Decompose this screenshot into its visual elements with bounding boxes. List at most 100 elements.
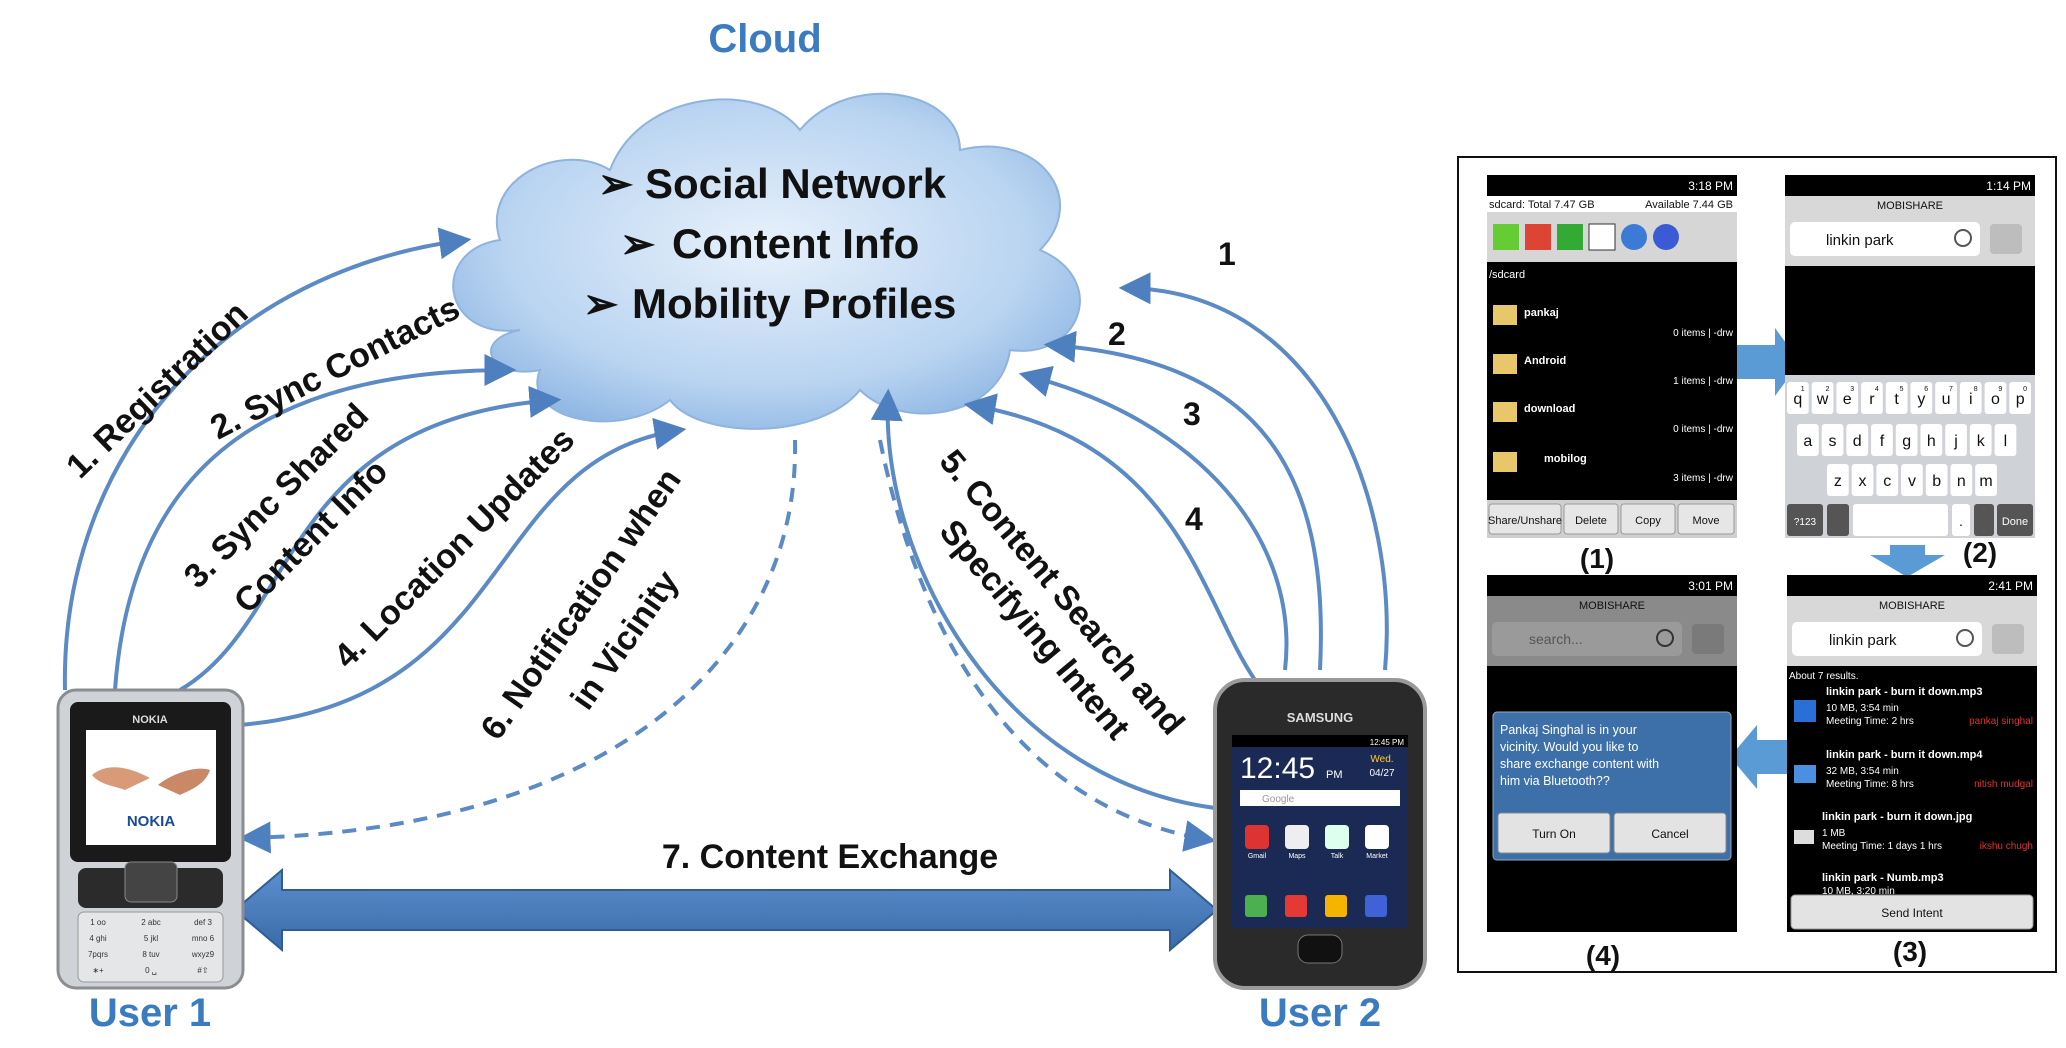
settings-icon[interactable] (1992, 624, 2024, 654)
key-q[interactable] (1787, 382, 1809, 414)
key-p[interactable] (2009, 382, 2031, 414)
key-i[interactable] (1959, 382, 1982, 414)
key-l[interactable] (1994, 424, 2017, 456)
label-r4: 4 (1185, 501, 1203, 537)
back-icon[interactable] (1493, 224, 1519, 250)
done-key[interactable] (1997, 504, 2033, 536)
cloud-items: ➢ Social Network ➢ Content Info ➢ Mobili… (583, 160, 956, 327)
space-key[interactable] (1853, 504, 1948, 536)
file-name[interactable]: mobilog (1544, 453, 1587, 465)
key-m[interactable] (1975, 464, 1997, 496)
key-o[interactable] (1984, 382, 2007, 414)
turn-on-button[interactable] (1497, 812, 1611, 854)
key-z[interactable] (1827, 464, 1849, 496)
phone2-brand: SAMSUNG (1287, 710, 1353, 725)
copy-button-label: Copy (1635, 515, 1661, 527)
key-c[interactable] (1876, 464, 1899, 496)
help-icon[interactable] (1653, 224, 1679, 250)
dialog-line: him via Bluetooth?? (1500, 774, 1610, 788)
content-exchange-label: 7. Content Exchange (662, 838, 998, 876)
key: wxyz9 (191, 950, 215, 959)
result-line2: Meeting Time: 8 hrs (1826, 779, 1914, 790)
move-button[interactable] (1677, 503, 1735, 535)
s2-query: linkin park (1826, 232, 1894, 249)
cloud-title: Cloud (708, 17, 821, 61)
key-d[interactable] (1846, 424, 1869, 456)
key-j[interactable] (1945, 424, 1967, 456)
key-t[interactable] (1885, 382, 1908, 414)
result-title[interactable]: linkin park - Numb.mp3 (1822, 872, 1944, 884)
arrow-content-search (870, 388, 1216, 810)
sym-key[interactable] (1787, 504, 1823, 536)
key-h[interactable] (1920, 424, 1943, 456)
arrow-r2 (1043, 330, 1323, 671)
key-a[interactable] (1797, 424, 1819, 456)
result-person: ikshu chugh (1980, 841, 2033, 852)
delete-button[interactable] (1563, 503, 1619, 535)
file-name[interactable]: pankaj (1524, 307, 1559, 319)
key-u[interactable] (1935, 382, 1957, 414)
phone2-search: Google (1262, 794, 1295, 805)
key-alt-label: 3 (1850, 386, 1854, 393)
search-icon[interactable] (1954, 229, 1972, 247)
key-v[interactable] (1901, 464, 1923, 496)
s3-search-input[interactable] (1792, 622, 1982, 656)
settings-key[interactable] (1974, 504, 1994, 536)
phone1-brand: NOKIA (132, 714, 168, 726)
app-label: Maps (1288, 853, 1306, 860)
key-g[interactable] (1895, 424, 1918, 456)
key-label: x (1859, 473, 1867, 490)
send-intent-button[interactable] (1790, 894, 2034, 930)
key-w[interactable] (1811, 382, 1834, 414)
key-f[interactable] (1871, 424, 1893, 456)
arrow-r1 (1118, 272, 1389, 671)
period-key[interactable] (1952, 504, 1970, 536)
key: 7pqrs (88, 950, 108, 959)
key-label: p (2016, 391, 2025, 408)
mail-icon[interactable] (1588, 223, 1616, 251)
result-title[interactable]: linkin park - burn it down.mp3 (1826, 686, 1982, 698)
result-title[interactable]: linkin park - burn it down.jpg (1822, 811, 1972, 823)
share-button-label: Share/Unshare (1488, 515, 1562, 527)
share-button[interactable] (1488, 503, 1562, 535)
key-y[interactable] (1910, 382, 1933, 414)
info-icon[interactable] (1621, 224, 1647, 250)
key-r[interactable] (1861, 382, 1883, 414)
key-k[interactable] (1969, 424, 1992, 456)
s4-search-input[interactable] (1492, 622, 1682, 656)
key-b[interactable] (1925, 464, 1948, 496)
phone1-keypad: 1 oo 2 abc def 3 4 ghi 5 jkl mno 6 7pqrs… (77, 911, 224, 983)
s2-app-title: MOBISHARE (1877, 200, 1943, 212)
key-alt-label: 1 (1801, 386, 1805, 393)
file-name[interactable]: Android (1524, 355, 1566, 367)
key-label: v (1908, 473, 1916, 490)
settings-icon[interactable] (1990, 224, 2022, 254)
s2-search-input[interactable] (1790, 222, 1980, 256)
key-label: d (1853, 433, 1862, 450)
search-icon[interactable] (1956, 629, 1974, 647)
result-line1: 32 MB, 3:54 min (1826, 766, 1899, 777)
result-title[interactable]: linkin park - burn it down.mp4 (1826, 749, 1983, 761)
search-icon[interactable] (1656, 629, 1674, 647)
arrow-intent-dashed (878, 439, 1217, 852)
check-icon[interactable] (1557, 224, 1583, 250)
key-alt-label: 9 (1998, 386, 2002, 393)
key-n[interactable] (1950, 464, 1973, 496)
key-s[interactable] (1821, 424, 1844, 456)
arrow-notification (238, 439, 798, 854)
cancel-button[interactable] (1613, 812, 1727, 854)
arrow-r4 (963, 393, 1257, 682)
sym-key-label: ?123 (1794, 517, 1817, 528)
mic-key[interactable] (1827, 504, 1849, 536)
home-icon[interactable] (1525, 224, 1551, 250)
key-x[interactable] (1851, 464, 1874, 496)
label-registration: 1. Registration (59, 294, 255, 485)
settings-icon[interactable] (1692, 624, 1724, 654)
key-label: j (1953, 433, 1958, 450)
file-name[interactable]: download (1524, 403, 1575, 415)
key-e[interactable] (1836, 382, 1859, 414)
key: 2 abc (141, 918, 161, 927)
copy-button[interactable] (1620, 503, 1676, 535)
phone2-date: 04/27 (1369, 768, 1394, 779)
